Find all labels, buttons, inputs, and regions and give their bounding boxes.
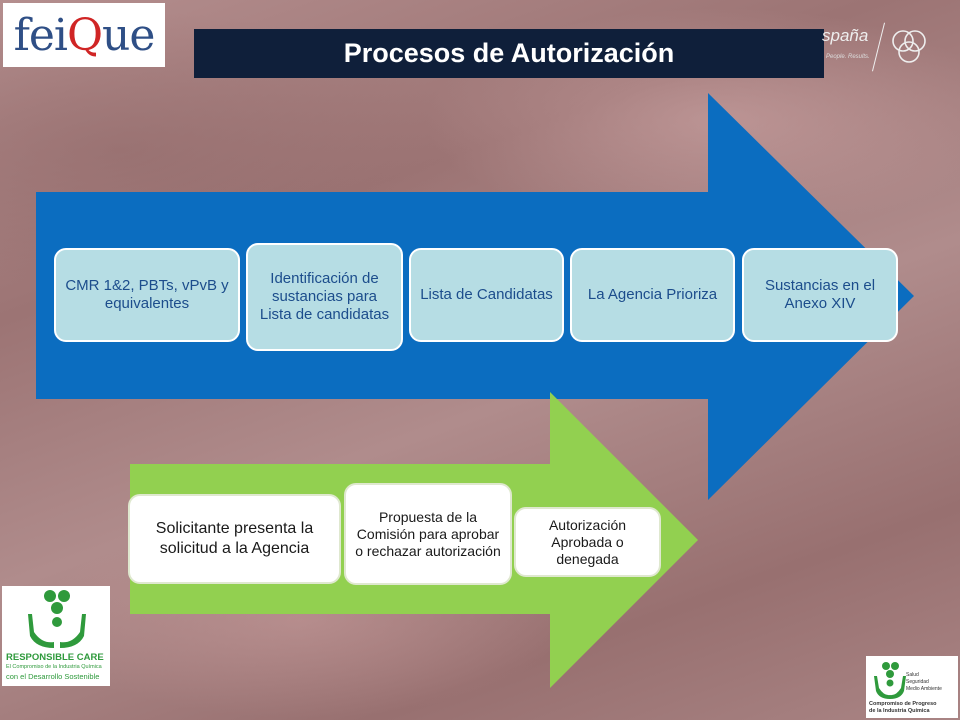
process-step-label: Sustancias en el Anexo XIV <box>764 277 876 312</box>
compromiso-line-2: Seguridad <box>906 679 929 685</box>
partner-logo-divider <box>871 22 886 72</box>
process-step-lista-candidatas: Lista de Candidatas <box>409 248 564 342</box>
responsible-care-subtitle-2: con el Desarrollo Sostenible <box>6 672 100 681</box>
page-title: Procesos de Autorización <box>194 29 824 78</box>
partner-logo-tagline: People. Results. <box>826 54 870 60</box>
compromiso-title-2: de la Industria Química <box>869 708 930 714</box>
process-step-agencia-prioriza: La Agencia Prioriza <box>570 248 735 342</box>
compromiso-line-3: Medio Ambiente <box>906 686 942 692</box>
partner-logo: spaña People. Results. <box>822 20 942 76</box>
feique-logo-text-left: fei <box>13 9 68 61</box>
responsible-care-hands-icon <box>28 590 86 648</box>
compromiso-progreso-logo: Salud Seguridad Medio Ambiente Compromis… <box>866 656 958 718</box>
process-step-label: CMR 1&2, PBTs, vPvB y equivalentes <box>65 277 229 312</box>
partner-emblem-icon <box>892 30 926 63</box>
process-step-anexo-xiv: Sustancias en el Anexo XIV <box>742 248 898 342</box>
compromiso-line-1: Salud <box>906 672 919 678</box>
feique-logo-q: Q <box>66 9 103 61</box>
compromiso-hands-icon <box>874 662 906 699</box>
feique-logo: feiQue <box>3 3 165 67</box>
compromiso-title-1: Compromiso de Progreso <box>869 701 937 707</box>
process-step-propuesta-comision: Propuesta de la Comisión para aprobar o … <box>344 483 512 585</box>
page-title-text: Procesos de Autorización <box>343 38 675 68</box>
process-step-label: Solicitante presenta la solicitud a la A… <box>155 520 314 557</box>
responsible-care-title: RESPONSIBLE CARE <box>6 652 104 663</box>
responsible-care-subtitle: El Compromiso de la Industria Química <box>6 664 102 670</box>
process-step-autorizacion: Autorización Aprobada o denegada <box>514 507 661 577</box>
process-step-label: Propuesta de la Comisión para aprobar o … <box>355 508 501 559</box>
feique-logo-text-right: ue <box>102 9 155 61</box>
partner-logo-text: spaña <box>822 26 869 45</box>
process-step-solicitante: Solicitante presenta la solicitud a la A… <box>128 494 341 584</box>
process-step-identificacion: Identificación de sustancias para Lista … <box>246 243 403 351</box>
process-step-cmr: CMR 1&2, PBTs, vPvB y equivalentes <box>54 248 240 342</box>
responsible-care-logo: RESPONSIBLE CARE El Compromiso de la Ind… <box>2 586 110 686</box>
process-step-label: Identificación de sustancias para Lista … <box>259 270 390 323</box>
process-step-label: Autorización Aprobada o denegada <box>548 516 627 567</box>
process-step-label: Lista de Candidatas <box>420 286 553 303</box>
process-step-label: La Agencia Prioriza <box>587 286 718 303</box>
